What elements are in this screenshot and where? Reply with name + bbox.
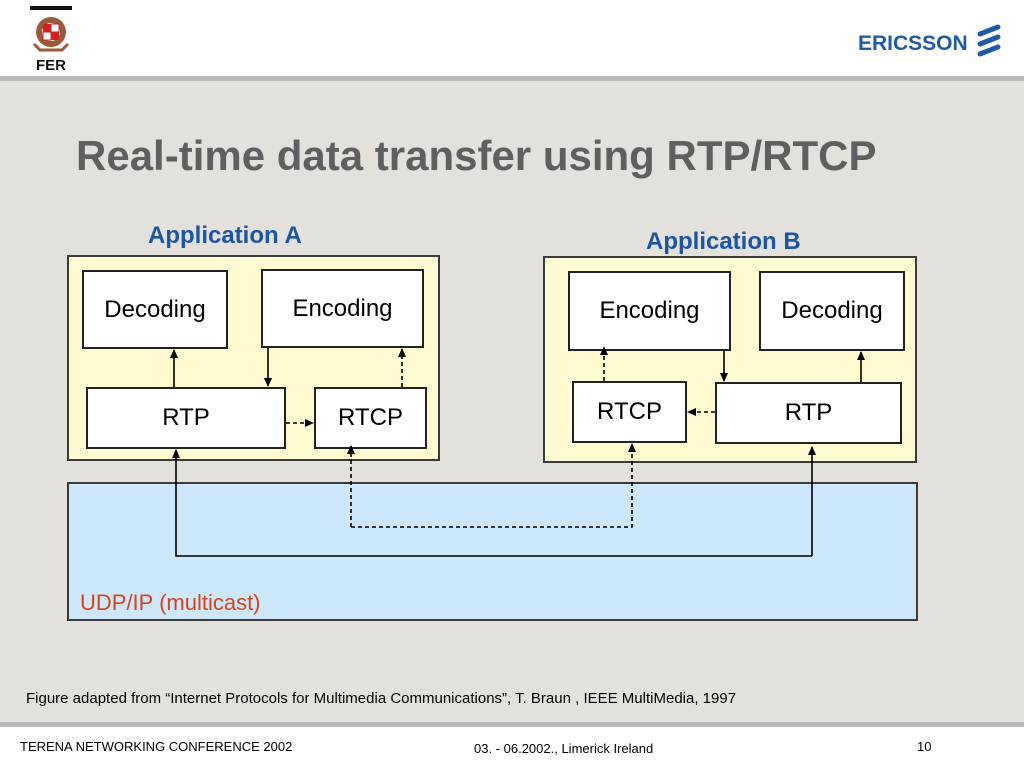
figure-caption: Figure adapted from “Internet Protocols … bbox=[26, 690, 737, 707]
app-b-rtp-box: RTP bbox=[715, 382, 902, 444]
app-a-rtp-box: RTP bbox=[86, 387, 286, 449]
app-a-encoding-box: Encoding bbox=[261, 269, 424, 348]
svg-text:FER: FER bbox=[36, 57, 66, 72]
ericsson-mark-icon bbox=[977, 24, 1001, 57]
app-a-decoding-box: Decoding bbox=[82, 270, 228, 349]
app-b-encoding-box: Encoding bbox=[568, 271, 731, 351]
slide-title: Real-time data transfer using RTP/RTCP bbox=[76, 132, 877, 179]
footer-date-location: 03. - 06.2002., Limerick Ireland bbox=[474, 741, 654, 756]
udp-ip-label: UDP/IP (multicast) bbox=[80, 590, 261, 615]
ericsson-logo: ERICSSON bbox=[858, 24, 1008, 64]
app-b-decoding-box: Decoding bbox=[759, 271, 905, 351]
ericsson-wordmark: ERICSSON bbox=[858, 32, 968, 55]
application-a-label: Application A bbox=[148, 222, 302, 249]
app-b-rtcp-box: RTCP bbox=[572, 381, 687, 443]
page-number: 10 bbox=[917, 739, 932, 754]
header-bar: FER ERICSSON bbox=[0, 0, 1024, 76]
application-b-label: Application B bbox=[646, 228, 801, 255]
footer-conference: TERENA NETWORKING CONFERENCE 2002 bbox=[20, 739, 293, 754]
footer-divider bbox=[0, 722, 1024, 727]
fer-logo: FER bbox=[30, 6, 72, 72]
app-a-rtcp-box: RTCP bbox=[314, 387, 427, 449]
header-divider bbox=[0, 76, 1024, 81]
footer-bar bbox=[0, 727, 1024, 768]
